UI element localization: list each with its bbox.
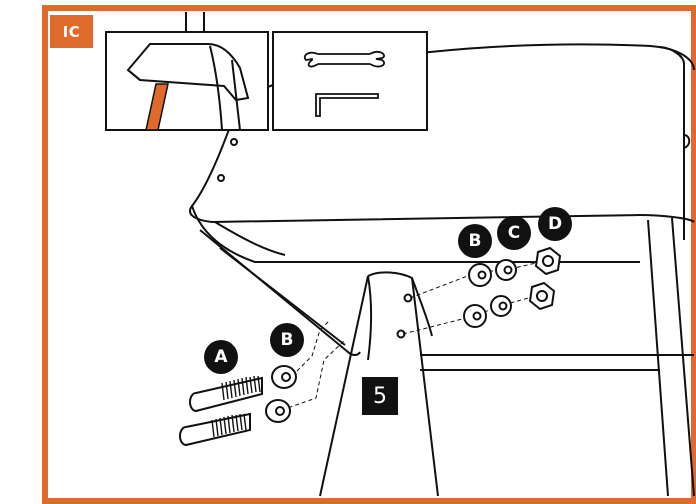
body-outline — [189, 43, 695, 356]
alignment-lines — [281, 261, 541, 411]
bolts — [179, 376, 263, 446]
bolt-threads — [211, 375, 261, 438]
callout-d: D — [538, 207, 572, 241]
callout-c: C — [497, 216, 531, 250]
cross-brace — [420, 354, 694, 371]
hex-key-icon — [315, 93, 379, 117]
step-label: IC — [50, 15, 93, 48]
right-leg — [647, 217, 695, 497]
leg-number: 5 — [362, 377, 398, 415]
step-frame — [42, 5, 696, 504]
highlighted-part — [145, 83, 169, 131]
callout-a: A — [204, 340, 238, 374]
front-leg — [319, 271, 439, 497]
callout-b-right: B — [458, 224, 492, 258]
left-washers — [265, 365, 297, 423]
callout-b-left: B — [270, 323, 304, 357]
detail-inset — [105, 31, 269, 131]
wrench-icon — [303, 50, 385, 68]
right-hardware — [463, 246, 562, 328]
tools-inset — [272, 31, 428, 131]
